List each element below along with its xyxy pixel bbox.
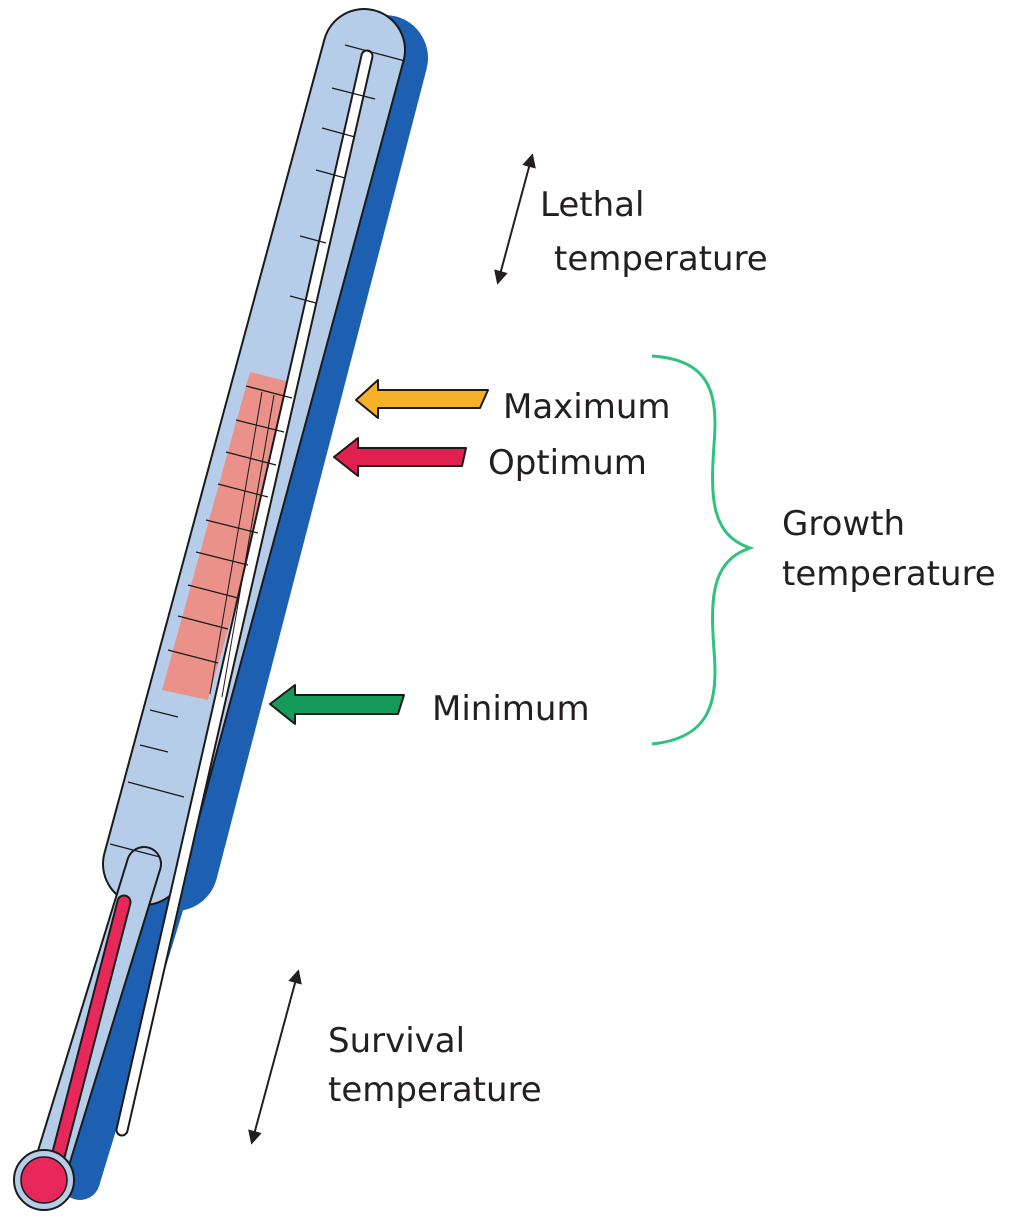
lethal-label-line2: temperature xyxy=(554,239,768,279)
minimum-arrow-icon xyxy=(269,684,405,725)
lethal-label-line1: Lethal xyxy=(540,185,644,225)
optimum-label: Optimum xyxy=(488,443,647,483)
maximum-arrow-icon xyxy=(355,379,489,419)
maximum-label: Maximum xyxy=(503,387,671,427)
survival-label-line1: Survival xyxy=(328,1021,465,1061)
thermometer-bulb xyxy=(13,1149,75,1211)
minimum-label: Minimum xyxy=(432,689,590,729)
growth-label-line2: temperature xyxy=(782,554,996,594)
growth-label-line1: Growth xyxy=(782,504,905,544)
survival-label-line2: temperature xyxy=(328,1070,542,1110)
mercury-column xyxy=(46,894,132,1180)
thermometer xyxy=(13,8,428,1211)
thermometer-capillary xyxy=(115,49,374,1137)
survival-double-arrow-icon xyxy=(248,969,302,1145)
optimum-arrow-icon xyxy=(333,437,467,477)
lethal-double-arrow-icon xyxy=(494,153,536,285)
scale-ticks xyxy=(109,44,406,858)
growth-brace xyxy=(651,354,755,746)
